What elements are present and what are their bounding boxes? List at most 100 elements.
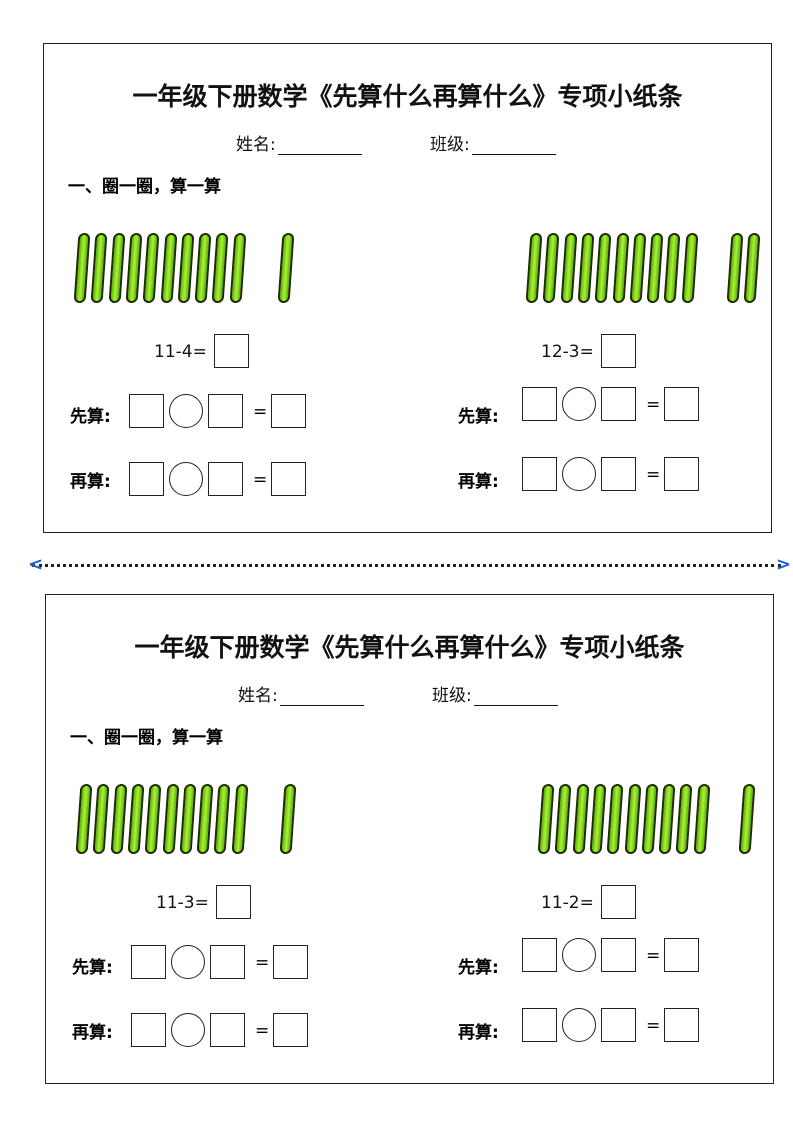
second-step-number-box[interactable]: [601, 457, 636, 491]
stick: [738, 784, 756, 854]
second-step-label: 再算:: [72, 1023, 113, 1043]
second-step-number-box[interactable]: [601, 1008, 636, 1042]
stick: [73, 233, 91, 303]
stick: [554, 784, 572, 854]
name-label: 姓名:: [238, 686, 278, 706]
second-step-number-box[interactable]: [129, 462, 164, 496]
name-blank[interactable]: [279, 689, 364, 706]
stick: [594, 233, 612, 303]
second-step-label: 再算:: [458, 1023, 499, 1043]
stick: [525, 233, 543, 303]
stick: [110, 784, 128, 854]
first-step-number-box[interactable]: [129, 394, 164, 428]
stick: [177, 233, 195, 303]
stick: [162, 784, 179, 854]
worksheet-slip-2: 一年级下册数学《先算什么再算什么》专项小纸条 姓名: 班级: 一、圈一圈，算一算…: [45, 594, 774, 1084]
answer-box[interactable]: [601, 885, 636, 919]
name-blank[interactable]: [277, 138, 362, 155]
left-arrow-icon: <: [28, 554, 44, 575]
stick: [726, 233, 744, 303]
stick: [125, 233, 143, 303]
second-step-number-box[interactable]: [131, 1013, 166, 1047]
first-step-number-box[interactable]: [522, 938, 557, 972]
stick: [629, 233, 647, 303]
first-step-label: 先算:: [458, 407, 499, 427]
stick: [194, 233, 212, 303]
name-label: 姓名:: [236, 135, 276, 155]
class-label: 班级:: [432, 686, 472, 706]
worksheet-slip-1: 一年级下册数学《先算什么再算什么》专项小纸条 姓名: 班级: 一、圈一圈，算一算…: [43, 43, 772, 533]
first-step-result-box[interactable]: [664, 938, 699, 972]
equals-sign: =: [253, 402, 268, 422]
stick: [196, 784, 214, 854]
equals-sign: =: [255, 953, 270, 973]
section-heading: 一、圈一圈，算一算: [68, 177, 221, 197]
first-step-number-box[interactable]: [522, 387, 557, 421]
equation: 11-3=: [156, 893, 209, 913]
stick: [743, 233, 761, 303]
second-step-number-box[interactable]: [208, 462, 243, 496]
stick: [681, 233, 699, 303]
first-step-operator-circle[interactable]: [171, 945, 205, 979]
stick: [663, 233, 681, 303]
first-step-operator-circle[interactable]: [169, 394, 203, 428]
slip-title: 一年级下册数学《先算什么再算什么》专项小纸条: [132, 82, 683, 111]
stick: [127, 784, 145, 854]
name-field[interactable]: 姓名:: [238, 681, 364, 706]
stick: [211, 233, 229, 303]
dotted-line: [32, 564, 781, 567]
second-step-operator-circle[interactable]: [562, 1008, 596, 1042]
first-step-label: 先算:: [70, 407, 111, 427]
first-step-result-box[interactable]: [664, 387, 699, 421]
stick: [179, 784, 197, 854]
stick: [589, 784, 607, 854]
class-label: 班级:: [430, 135, 470, 155]
first-step-number-box[interactable]: [210, 945, 245, 979]
stick: [624, 784, 641, 854]
answer-box[interactable]: [601, 334, 636, 368]
first-step-number-box[interactable]: [601, 387, 636, 421]
first-step-operator-circle[interactable]: [562, 938, 596, 972]
stick: [606, 784, 624, 854]
class-blank[interactable]: [473, 689, 558, 706]
stick: [144, 784, 162, 854]
second-step-operator-circle[interactable]: [169, 462, 203, 496]
equation: 12-3=: [541, 342, 594, 362]
class-blank[interactable]: [471, 138, 556, 155]
second-step-number-box[interactable]: [522, 1008, 557, 1042]
equals-sign: =: [646, 946, 661, 966]
second-step-operator-circle[interactable]: [562, 457, 596, 491]
second-step-result-box[interactable]: [271, 462, 306, 496]
first-step-operator-circle[interactable]: [562, 387, 596, 421]
stick: [142, 233, 160, 303]
stick: [160, 233, 177, 303]
first-step-result-box[interactable]: [271, 394, 306, 428]
first-step-number-box[interactable]: [208, 394, 243, 428]
stick: [693, 784, 711, 854]
first-step-number-box[interactable]: [131, 945, 166, 979]
answer-box[interactable]: [214, 334, 249, 368]
second-step-result-box[interactable]: [273, 1013, 308, 1047]
second-step-number-box[interactable]: [522, 457, 557, 491]
second-step-number-box[interactable]: [210, 1013, 245, 1047]
right-arrow-icon: >: [776, 554, 792, 575]
stick: [92, 784, 110, 854]
stick: [658, 784, 676, 854]
class-field[interactable]: 班级:: [432, 681, 558, 706]
first-step-number-box[interactable]: [601, 938, 636, 972]
second-step-result-box[interactable]: [664, 457, 699, 491]
equals-sign: =: [255, 1021, 270, 1041]
section-heading: 一、圈一圈，算一算: [70, 728, 223, 748]
stick: [231, 784, 249, 854]
stick: [542, 233, 560, 303]
equals-sign: =: [646, 1016, 661, 1036]
answer-box[interactable]: [216, 885, 251, 919]
second-step-result-box[interactable]: [664, 1008, 699, 1042]
first-step-result-box[interactable]: [273, 945, 308, 979]
second-step-label: 再算:: [458, 472, 499, 492]
stick: [279, 784, 297, 854]
name-field[interactable]: 姓名:: [236, 130, 362, 155]
second-step-operator-circle[interactable]: [171, 1013, 205, 1047]
equation: 11-4=: [154, 342, 207, 362]
class-field[interactable]: 班级:: [430, 130, 556, 155]
